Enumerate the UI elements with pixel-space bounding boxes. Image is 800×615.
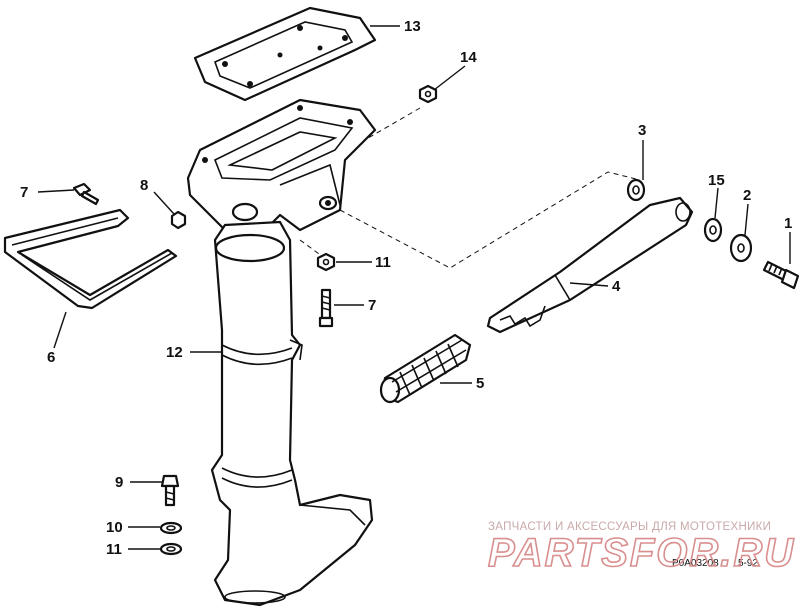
bolt-part-7-upper — [72, 182, 100, 206]
diagram-ref-rev: 5-92 — [738, 558, 758, 569]
callout-6: 6 — [47, 349, 55, 366]
leader-7a — [37, 189, 75, 193]
watermark-brand: PARTSFOR.RU — [488, 531, 795, 575]
leader-8 — [153, 191, 175, 215]
callout-12: 12 — [166, 344, 183, 361]
callout-10: 10 — [106, 519, 123, 536]
mounting-bracket-part — [186, 98, 377, 237]
callout-7-lower: 7 — [368, 297, 376, 314]
nut-part-14 — [418, 84, 438, 104]
washer-part-3 — [626, 178, 646, 202]
washer-part-15 — [703, 217, 723, 243]
callout-5: 5 — [476, 375, 484, 392]
nut-part-11-upper — [316, 252, 336, 272]
callout-14: 14 — [460, 49, 477, 66]
callout-7-upper: 7 — [20, 184, 28, 201]
nut-part-8 — [170, 210, 187, 230]
guide-line-tiller-axis — [339, 171, 641, 269]
watermark-tagline: ЗАПЧАСТИ И АКСЕССУАРЫ ДЛЯ МОТОТЕХНИКИ — [488, 521, 771, 533]
callout-4: 4 — [612, 278, 621, 295]
diagram-ref-code: P0A03208 — [672, 558, 719, 569]
handle-loop-part — [3, 208, 178, 310]
shaft-housing-part — [210, 220, 374, 607]
callout-8: 8 — [140, 177, 148, 194]
callout-1: 1 — [784, 215, 792, 232]
leader-2 — [744, 203, 749, 236]
grip-part — [379, 333, 472, 404]
gasket-part — [193, 6, 377, 102]
washer-part-10 — [159, 521, 183, 535]
callout-11-upper: 11 — [375, 254, 391, 271]
callout-11-lower: 11 — [106, 541, 122, 558]
bolt-part-9 — [160, 474, 180, 507]
leader-14 — [433, 65, 466, 91]
bolt-part-1 — [762, 260, 800, 290]
leader-15 — [714, 187, 719, 219]
leader-4 — [569, 282, 609, 287]
tiller-arm-part — [486, 196, 694, 334]
callout-3: 3 — [638, 122, 646, 139]
callout-9: 9 — [115, 474, 123, 491]
callout-13: 13 — [404, 18, 421, 35]
callout-2: 2 — [743, 187, 751, 204]
leader-6 — [53, 311, 67, 349]
bolt-part-7-lower — [318, 288, 334, 328]
callout-15: 15 — [708, 172, 725, 189]
washer-part-2 — [729, 233, 753, 263]
nut-part-11-lower — [159, 542, 183, 556]
